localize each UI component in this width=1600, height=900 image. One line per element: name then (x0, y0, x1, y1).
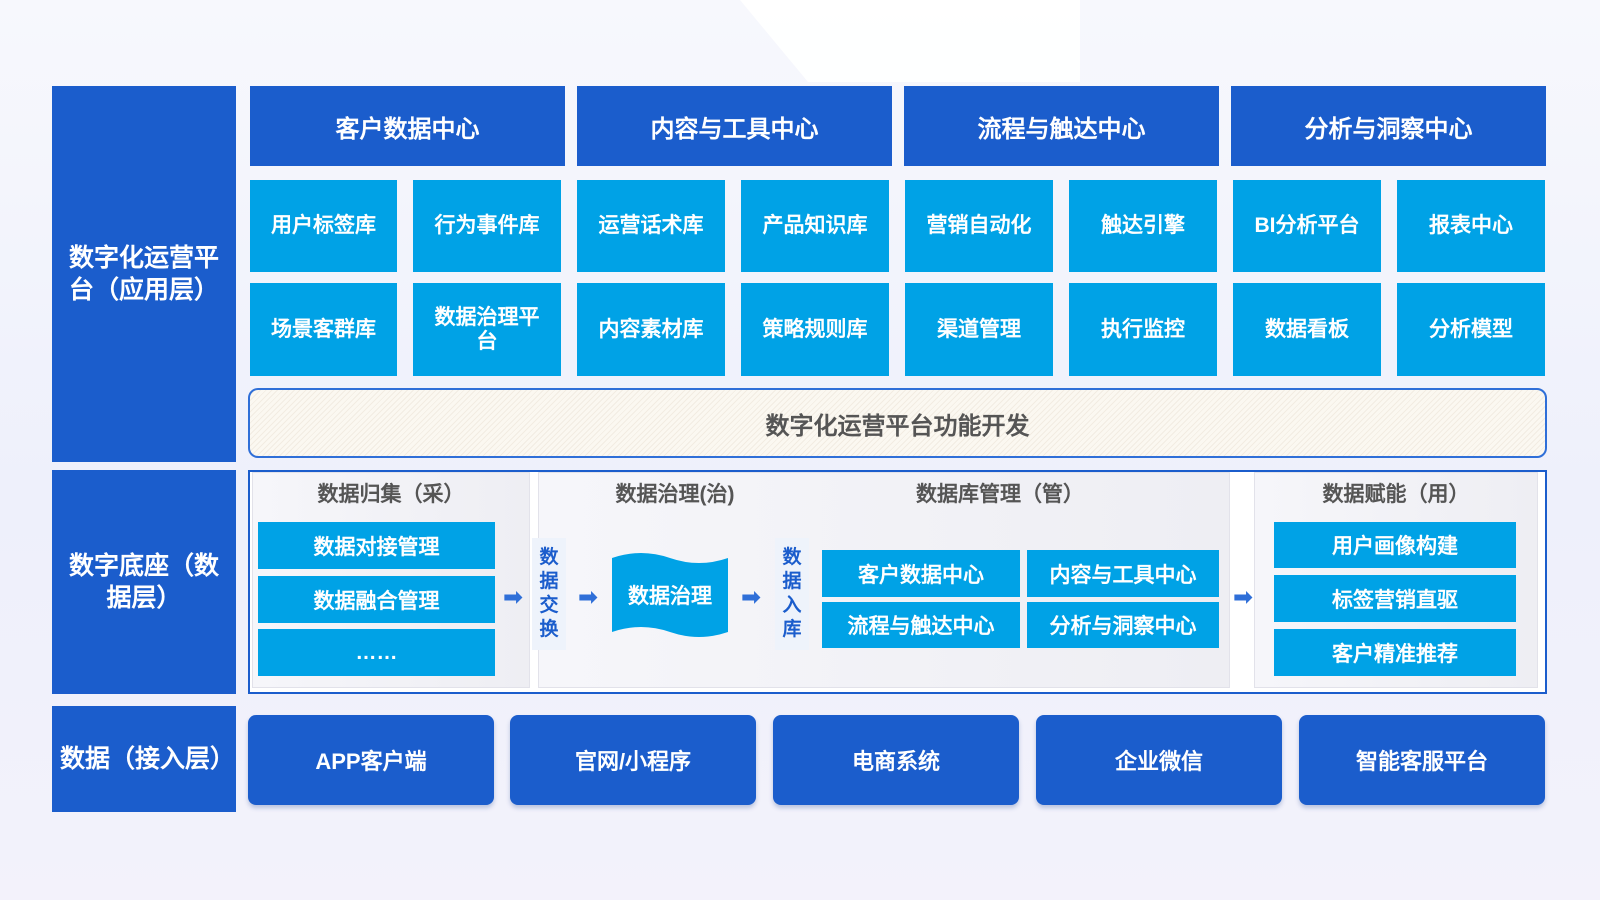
source-smart-service: 智能客服平台 (1299, 715, 1545, 805)
layer-label-app: 数字化运营平台（应用层） (52, 86, 236, 462)
data-governance-label: 数据治理 (628, 585, 712, 608)
data-ingest-label: 数 据 入 库 (775, 538, 809, 650)
manage-item-customer-data: 客户数据中心 (822, 550, 1020, 597)
collect-title: 数据归集（采） (317, 483, 465, 506)
center-header-analysis-insight: 分析与洞察中心 (1231, 86, 1546, 166)
source-wecom: 企业微信 (1036, 715, 1282, 805)
manage-title: 数据库管理（管） (916, 483, 1084, 506)
module-scene-group-library: 场景客群库 (250, 283, 397, 376)
module-bi-platform: BI分析平台 (1233, 180, 1381, 272)
govern-title: 数据治理(治) (615, 483, 735, 506)
module-channel-management: 渠道管理 (905, 283, 1053, 376)
collect-item-fusion: 数据融合管理 (258, 576, 495, 623)
data-exchange-label: 数 据 交 换 (532, 538, 566, 650)
empower-item-precise-recommend: 客户精准推荐 (1274, 629, 1516, 676)
collect-item-integration: 数据对接管理 (258, 522, 495, 569)
center-header-customer-data: 客户数据中心 (250, 86, 565, 166)
module-marketing-automation: 营销自动化 (905, 180, 1053, 272)
module-product-knowledge-library: 产品知识库 (741, 180, 889, 272)
arrow-right-icon: ➡ (740, 584, 762, 611)
source-ecommerce-system: 电商系统 (773, 715, 1019, 805)
module-user-tag-library: 用户标签库 (250, 180, 397, 272)
center-header-content-tools: 内容与工具中心 (577, 86, 892, 166)
manage-item-content-tools: 内容与工具中心 (1027, 550, 1219, 597)
manage-item-flow-reach: 流程与触达中心 (822, 602, 1020, 648)
empower-title: 数据赋能（用） (1322, 483, 1470, 506)
collect-item-more: …… (258, 629, 495, 676)
arrow-right-icon: ➡ (577, 584, 599, 611)
module-report-center: 报表中心 (1397, 180, 1545, 272)
module-reach-engine: 触达引擎 (1069, 180, 1217, 272)
data-governance-shape (612, 553, 728, 637)
module-data-dashboard: 数据看板 (1233, 283, 1381, 376)
module-ops-script-library: 运营话术库 (577, 180, 725, 272)
source-app-client: APP客户端 (248, 715, 494, 805)
module-execution-monitoring: 执行监控 (1069, 283, 1217, 376)
arrow-right-icon: ➡ (1232, 584, 1254, 611)
background-shape (740, 0, 1080, 82)
manage-item-analysis-insight: 分析与洞察中心 (1027, 602, 1219, 648)
source-website-miniprogram: 官网/小程序 (510, 715, 756, 805)
layer-label-base: 数字底座（数据层） (52, 470, 236, 694)
module-data-governance-platform: 数据治理平台 (413, 283, 561, 376)
module-behavior-event-library: 行为事件库 (413, 180, 561, 272)
module-strategy-rule-library: 策略规则库 (741, 283, 889, 376)
center-header-flow-reach: 流程与触达中心 (904, 86, 1219, 166)
module-analysis-model: 分析模型 (1397, 283, 1545, 376)
empower-item-user-profile: 用户画像构建 (1274, 522, 1516, 568)
module-content-material-library: 内容素材库 (577, 283, 725, 376)
platform-dev-bar: 数字化运营平台功能开发 (248, 388, 1547, 458)
arrow-right-icon: ➡ (502, 584, 524, 611)
layer-label-access: 数据（接入层） (52, 706, 236, 812)
empower-item-tag-marketing: 标签营销直驱 (1274, 575, 1516, 622)
